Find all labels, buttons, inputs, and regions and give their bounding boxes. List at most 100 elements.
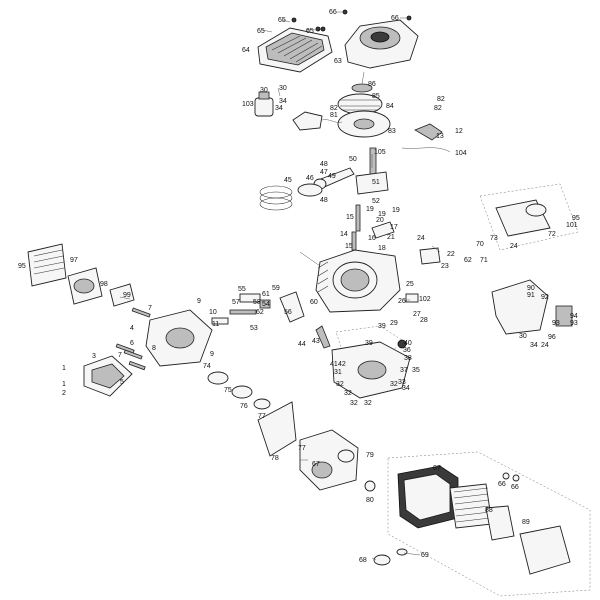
part-label: 66: [498, 481, 506, 488]
part-label: 85: [372, 93, 380, 100]
part-label: 34: [530, 342, 538, 349]
part-label: 34: [275, 105, 283, 112]
air-filter-assembly: [387, 451, 591, 597]
leader-lines: [119, 11, 441, 561]
part-label: 2: [62, 390, 66, 397]
part-label: 52: [372, 198, 380, 205]
part-label: 64: [242, 47, 250, 54]
control-bracket: [491, 279, 573, 335]
part-label: 104: [455, 150, 467, 157]
part-label: 40: [404, 340, 412, 347]
part-label: 7: [148, 305, 152, 312]
part-label: 20: [376, 217, 384, 224]
part-label: 50: [349, 156, 357, 163]
part-label: 55: [238, 286, 246, 293]
part-label: 66: [391, 15, 399, 22]
part-label: 70: [476, 241, 484, 248]
heat-shield-78: [257, 401, 297, 457]
brake-cable-12-13: [401, 123, 451, 153]
part-label: 68: [359, 557, 367, 564]
fuel-tank-72: [479, 183, 579, 251]
part-label: 30: [260, 87, 268, 94]
part-label: 78: [271, 455, 279, 462]
part-label: 79: [366, 452, 374, 459]
part-label: 103: [242, 101, 254, 108]
part-label: 76: [240, 403, 248, 410]
part-label: 82: [330, 105, 338, 112]
part-label: 96: [548, 334, 556, 341]
part-label: 80: [366, 497, 374, 504]
gasket-39: [335, 325, 403, 357]
muffler-guard-97: [27, 243, 67, 287]
part-label: 10: [209, 309, 217, 316]
part-label: 60: [310, 299, 318, 306]
rocker-parts: [211, 291, 305, 325]
part-label: 13: [436, 133, 444, 140]
part-label: 31: [334, 369, 342, 376]
part-label: 65: [306, 28, 314, 35]
part-labels: 65 65 65 66 66 64 63 86 85 84 83 82 81 8…: [18, 9, 580, 564]
piston-rings: [259, 183, 323, 211]
ignition-harness: [292, 111, 343, 131]
part-label: 34: [279, 98, 287, 105]
part-label: 49: [328, 173, 336, 180]
part-label: 5: [120, 379, 124, 386]
part-label: 62: [256, 309, 264, 316]
cylinder-head: [145, 309, 213, 367]
part-label: 47: [320, 169, 328, 176]
part-label: 24: [510, 243, 518, 250]
part-label: 51: [372, 179, 380, 186]
part-label: 17: [390, 224, 398, 231]
part-label: 75: [224, 387, 232, 394]
engine-block-25: [315, 249, 401, 313]
head-bolts: [115, 307, 151, 371]
part-label: 28: [420, 317, 428, 324]
fuel-cap-68: [373, 548, 408, 566]
part-label: 57: [232, 299, 240, 306]
part-label: 19: [378, 211, 386, 218]
muffler-gasket-99: [109, 283, 135, 307]
part-label: 65: [257, 28, 265, 35]
part-label: 81: [330, 112, 338, 119]
part-label: 73: [490, 235, 498, 242]
part-label: 24: [541, 342, 549, 349]
part-label: 66: [511, 484, 519, 491]
part-label: 9: [197, 298, 201, 305]
ignition-coil-103: [254, 91, 274, 117]
part-label: 3: [92, 353, 96, 360]
part-label: 26: [398, 298, 406, 305]
part-label: 32: [336, 381, 344, 388]
part-label: 43: [312, 338, 320, 345]
part-label: 71: [480, 257, 488, 264]
part-label: 30: [279, 85, 287, 92]
part-label: 67: [312, 461, 320, 468]
part-label: 14: [340, 231, 348, 238]
part-label: 33: [398, 379, 406, 386]
part-label: 82: [434, 105, 442, 112]
part-label: 54: [262, 301, 270, 308]
part-label: 22: [447, 251, 455, 258]
part-label: 77: [258, 413, 266, 420]
part-label: 82: [437, 96, 445, 103]
part-label: 83: [388, 128, 396, 135]
part-label: 6: [130, 340, 134, 347]
part-label: 84: [386, 103, 394, 110]
part-label: 61: [262, 291, 270, 298]
part-label: 19: [366, 206, 374, 213]
part-label: 58: [253, 299, 261, 306]
part-label: 93: [570, 320, 578, 327]
part-label: 12: [455, 128, 463, 135]
part-label: 39: [378, 323, 386, 330]
part-label: 25: [406, 281, 414, 288]
part-label: 72: [548, 231, 556, 238]
part-label: 19: [392, 207, 400, 214]
part-label: 105: [374, 149, 386, 156]
muffler-98: [67, 267, 103, 305]
part-label: 59: [272, 285, 280, 292]
part-label: 99: [123, 292, 131, 299]
engine-cover-64: [257, 27, 333, 73]
part-label: 95: [572, 215, 580, 222]
part-label: 95: [18, 263, 26, 270]
part-label: 27: [413, 311, 421, 318]
